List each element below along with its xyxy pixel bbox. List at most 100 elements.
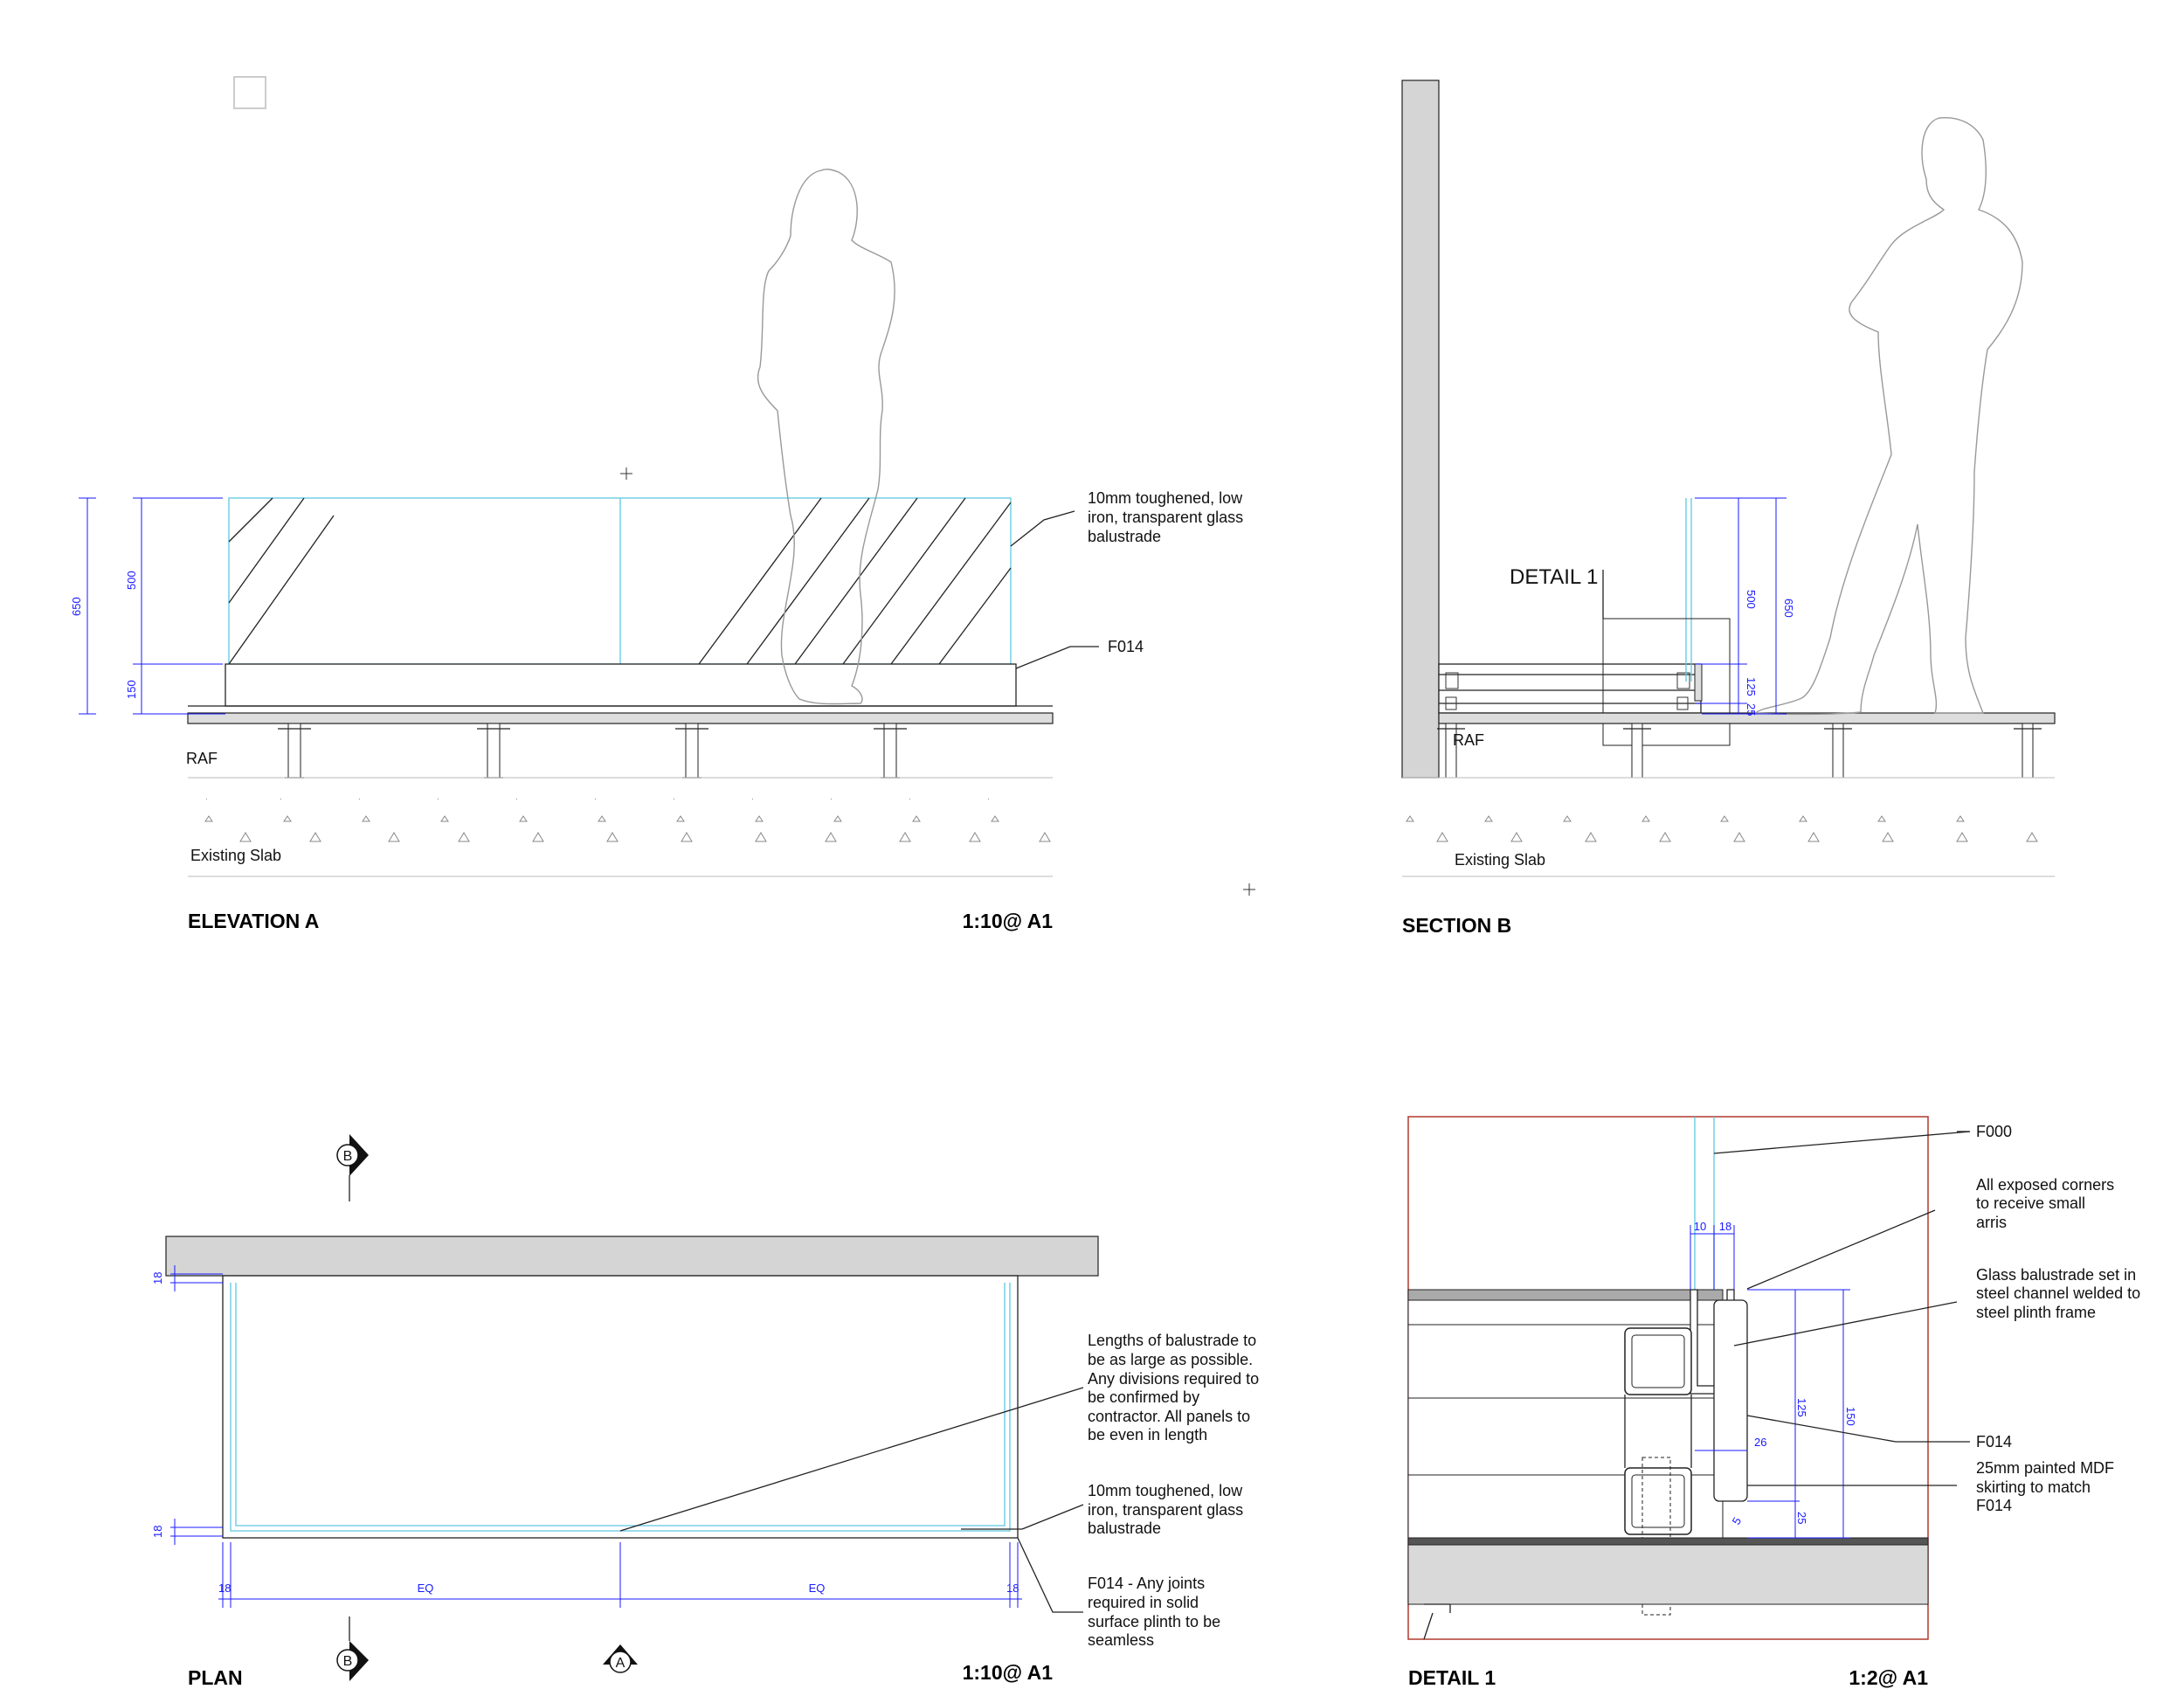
svg-text:.: . (205, 793, 208, 802)
svg-text:.: . (437, 793, 439, 802)
svg-text:18: 18 (151, 1272, 164, 1284)
steel-box-lower (1624, 1467, 1692, 1535)
section-marker-a: A (603, 1644, 638, 1673)
detail-1-callout: DETAIL 1 (1510, 565, 1598, 589)
svg-text:5: 5 (1730, 1515, 1745, 1527)
slab-triangles (204, 815, 1051, 842)
viewport-marker-icon (233, 76, 266, 109)
mdf-skirting (1713, 1299, 1748, 1502)
elev-raf-label: RAF (186, 750, 218, 767)
detail-f000-note: F000 (1976, 1123, 2012, 1140)
svg-text:25: 25 (1795, 1512, 1808, 1524)
elevation-a-scale: 1:10@ A1 (963, 910, 1054, 932)
elev-dimensions: 650 500 150 (70, 497, 225, 715)
plan-lengths-note: Lengths of balustrade to be as large as … (1088, 1332, 1263, 1443)
detail-channel-note: Glass balustrade set in steel channel we… (1976, 1266, 2145, 1321)
slab-aggregate: ........... (205, 793, 990, 802)
svg-text:A: A (616, 1656, 625, 1671)
svg-text:.: . (751, 793, 754, 802)
leader-line (1017, 1537, 1083, 1613)
section-raf-label: RAF (1453, 731, 1484, 749)
detail-1: 10 18 125 150 25 26 5 F000 All exposed c… (1407, 1116, 2145, 1689)
elev-slab-label: Existing Slab (190, 847, 281, 864)
svg-text:.: . (987, 793, 990, 802)
section-dimensions: 500 650 125 25 (1695, 497, 1795, 716)
section-b-title: SECTION B (1402, 914, 1511, 937)
leader-line (1713, 1131, 1971, 1154)
svg-text:650: 650 (1782, 599, 1795, 618)
svg-text:.: . (280, 793, 282, 802)
svg-text:B: B (343, 1149, 353, 1164)
elev-plinth-note: F014 (1108, 638, 1144, 655)
detail-f014-note: F014 (1976, 1433, 2012, 1450)
leader-line (1746, 1209, 1936, 1290)
detail-corners-note: All exposed corners to receive small arr… (1976, 1176, 2118, 1231)
floor-finish (1407, 1537, 1929, 1546)
svg-text:125: 125 (1795, 1398, 1808, 1417)
svg-text:18: 18 (151, 1526, 164, 1538)
svg-text:25: 25 (1745, 703, 1758, 716)
plan-glass-note: 10mm toughened, low iron, transparent gl… (1088, 1482, 1248, 1537)
steel-box-upper (1624, 1327, 1692, 1395)
elev-glass-note: 10mm toughened, low iron, transparent gl… (1088, 489, 1248, 545)
glass-hatch (228, 497, 1012, 665)
svg-text:EQ: EQ (418, 1582, 434, 1595)
plan-scale: 1:10@ A1 (963, 1661, 1054, 1684)
section-slab-label: Existing Slab (1455, 851, 1545, 869)
plan-plinth (222, 1275, 1019, 1539)
svg-text:.: . (673, 793, 675, 802)
plinth-top (1407, 1289, 1724, 1301)
detail-1-title: DETAIL 1 (1408, 1666, 1496, 1689)
svg-text:500: 500 (125, 571, 138, 590)
plan: B B A 18 18 18 (151, 1134, 1263, 1689)
plan-plinth-note: F014 - Any joints required in solid surf… (1088, 1575, 1225, 1649)
plan-dimensions: 18 18 18 18 EQ EQ (151, 1265, 1022, 1608)
wall (1401, 80, 1440, 779)
elevation-a: ........... 10mm toughened, low iron, tr… (70, 168, 1248, 932)
leader-line (1010, 510, 1075, 547)
raised-floor (187, 712, 1054, 724)
detail-callout-box (1602, 618, 1731, 746)
svg-text:125: 125 (1745, 677, 1758, 696)
svg-text:10: 10 (1694, 1220, 1706, 1233)
svg-text:500: 500 (1745, 590, 1758, 609)
svg-text:.: . (358, 793, 361, 802)
leader-line (1733, 1301, 1958, 1346)
section-b: DETAIL 1 500 650 125 25 (1401, 80, 2056, 937)
svg-text:26: 26 (1754, 1436, 1766, 1449)
floor-pedestals (278, 723, 907, 779)
svg-text:18: 18 (218, 1582, 231, 1595)
section-marker-b-bottom: B (336, 1616, 369, 1681)
section-marker-b-top: B (336, 1134, 369, 1201)
svg-text:EQ: EQ (809, 1582, 826, 1595)
svg-text:.: . (830, 793, 833, 802)
svg-text:18: 18 (1006, 1582, 1019, 1595)
detail-1-scale: 1:2@ A1 (1849, 1666, 1928, 1689)
detail-dimensions: 10 18 125 150 25 26 5 (1690, 1220, 1857, 1539)
svg-text:150: 150 (1844, 1407, 1857, 1426)
plinth-section (1438, 663, 1702, 714)
floor-pedestals (1437, 723, 2042, 779)
svg-text:150: 150 (125, 680, 138, 699)
svg-text:18: 18 (1719, 1220, 1731, 1233)
floor-panel (1407, 1544, 1929, 1605)
svg-text:.: . (515, 793, 518, 802)
plan-title: PLAN (188, 1666, 243, 1689)
svg-text:.: . (594, 793, 597, 802)
human-silhouette (1754, 116, 2023, 716)
svg-text:B: B (343, 1654, 353, 1669)
leader-line (1021, 1504, 1084, 1530)
leader-line (1015, 646, 1099, 669)
elevation-a-title: ELEVATION A (188, 910, 319, 932)
svg-text:.: . (909, 793, 911, 802)
plinth (225, 663, 1017, 707)
slab-triangles (1406, 815, 2038, 842)
leader-line (619, 1387, 1084, 1532)
human-silhouette (757, 168, 895, 705)
fixing-bolt (1641, 1457, 1671, 1616)
svg-text:650: 650 (70, 597, 83, 616)
detail-skirting-note: 25mm painted MDF skirting to match F014 (1976, 1459, 2118, 1514)
plan-wall (165, 1236, 1099, 1277)
